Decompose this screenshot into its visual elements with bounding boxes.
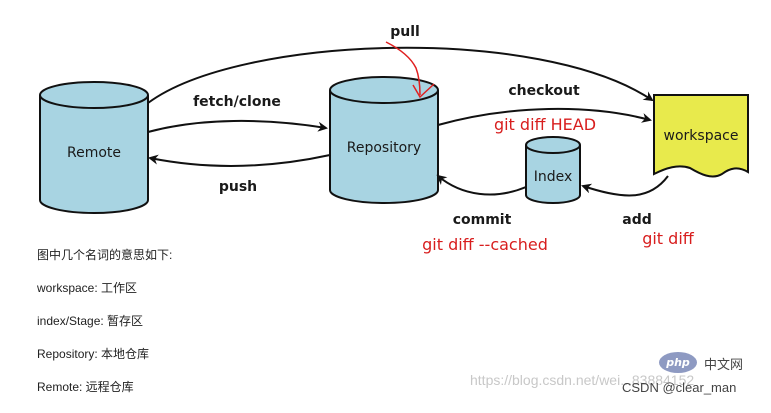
index-node: Index [525,136,581,204]
repository-node: Repository [329,76,439,204]
remote-label: Remote [67,145,121,161]
php-cn-watermark: 中文网 [704,358,744,373]
fetch-clone-arrow [147,119,328,133]
glossary-repository: Repository: 本地仓库 [37,347,150,361]
workspace-node: workspace [653,94,749,178]
php-logo: php [659,352,697,373]
checkout-label: checkout [508,83,580,99]
red-pen-mark [385,41,435,99]
push-label: push [219,179,257,195]
commit-arrow [436,174,527,196]
csdn-author-watermark: CSDN @clear_man [622,380,737,395]
git-diff-annotation: git diff [642,229,695,248]
commit-label: commit [453,212,512,228]
pull-label: pull [390,24,420,40]
glossary-remote: Remote: 远程仓库 [37,380,134,394]
checkout-arrow [437,107,652,126]
add-label: add [622,212,652,228]
add-arrow [581,175,669,197]
git-diff-head-annotation: git diff HEAD [494,115,596,134]
pull-arrow [147,46,654,104]
git-diff-cached-annotation: git diff --cached [422,235,548,254]
workspace-label: workspace [664,128,739,144]
push-arrow [148,154,331,167]
repository-label: Repository [347,140,421,156]
fetch-clone-label: fetch/clone [193,94,281,110]
remote-node: Remote [39,81,149,214]
blog-url-watermark: https://blog.csdn.net/wei...83884152 [470,372,695,388]
glossary-notes: 图中几个名词的意思如下: workspace: 工作区 index/Stage:… [37,248,172,413]
index-label: Index [534,169,573,185]
glossary-workspace: workspace: 工作区 [37,281,138,295]
glossary-intro: 图中几个名词的意思如下: [37,248,173,262]
glossary-index: index/Stage: 暂存区 [37,314,144,328]
